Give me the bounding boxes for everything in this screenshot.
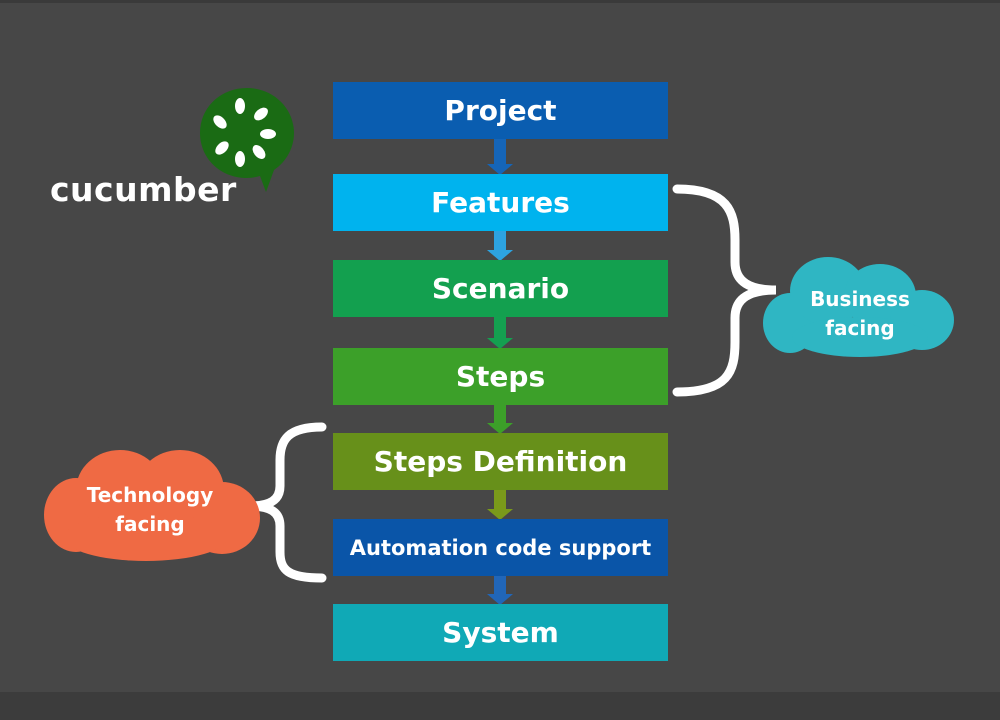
layer-steps: Steps <box>333 348 668 405</box>
layer-label: Scenario <box>431 272 570 305</box>
flow-arrow <box>487 317 513 349</box>
layer-label: Features <box>431 186 570 219</box>
layer-system: System <box>333 604 668 661</box>
technology-brace <box>249 422 327 583</box>
bottom-frame-strip <box>0 692 1000 720</box>
layer-automation-code-support: Automation code support <box>333 519 668 576</box>
layer-scenario: Scenario <box>333 260 668 317</box>
technology-line-2: facing <box>115 512 185 536</box>
top-frame-strip <box>0 0 1000 3</box>
technology-facing-cloud <box>44 450 260 561</box>
cucumber-logo-icon <box>200 88 294 192</box>
flow-arrow <box>487 490 513 520</box>
business-line-1: Business <box>810 287 910 311</box>
layer-label: Steps <box>455 360 546 393</box>
layer-project: Project <box>333 82 668 139</box>
layer-label: Steps Definition <box>373 445 628 478</box>
technology-facing-label: Technology facing <box>60 481 240 539</box>
business-line-2: facing <box>825 316 895 340</box>
business-brace <box>672 184 777 397</box>
business-facing-label: Business facing <box>780 285 940 343</box>
layer-features: Features <box>333 174 668 231</box>
technology-line-1: Technology <box>86 483 214 507</box>
layer-label: System <box>442 616 559 649</box>
cucumber-wordmark: cucumber <box>50 170 237 209</box>
layer-label: Automation code support <box>349 535 652 560</box>
layer-steps-definition: Steps Definition <box>333 433 668 490</box>
flow-arrow <box>487 231 513 261</box>
flow-arrow <box>487 405 513 434</box>
layer-label: Project <box>444 94 557 127</box>
flow-arrow <box>487 139 513 175</box>
flow-arrows <box>487 139 513 605</box>
business-facing-cloud <box>763 257 954 357</box>
flow-arrow <box>487 576 513 605</box>
